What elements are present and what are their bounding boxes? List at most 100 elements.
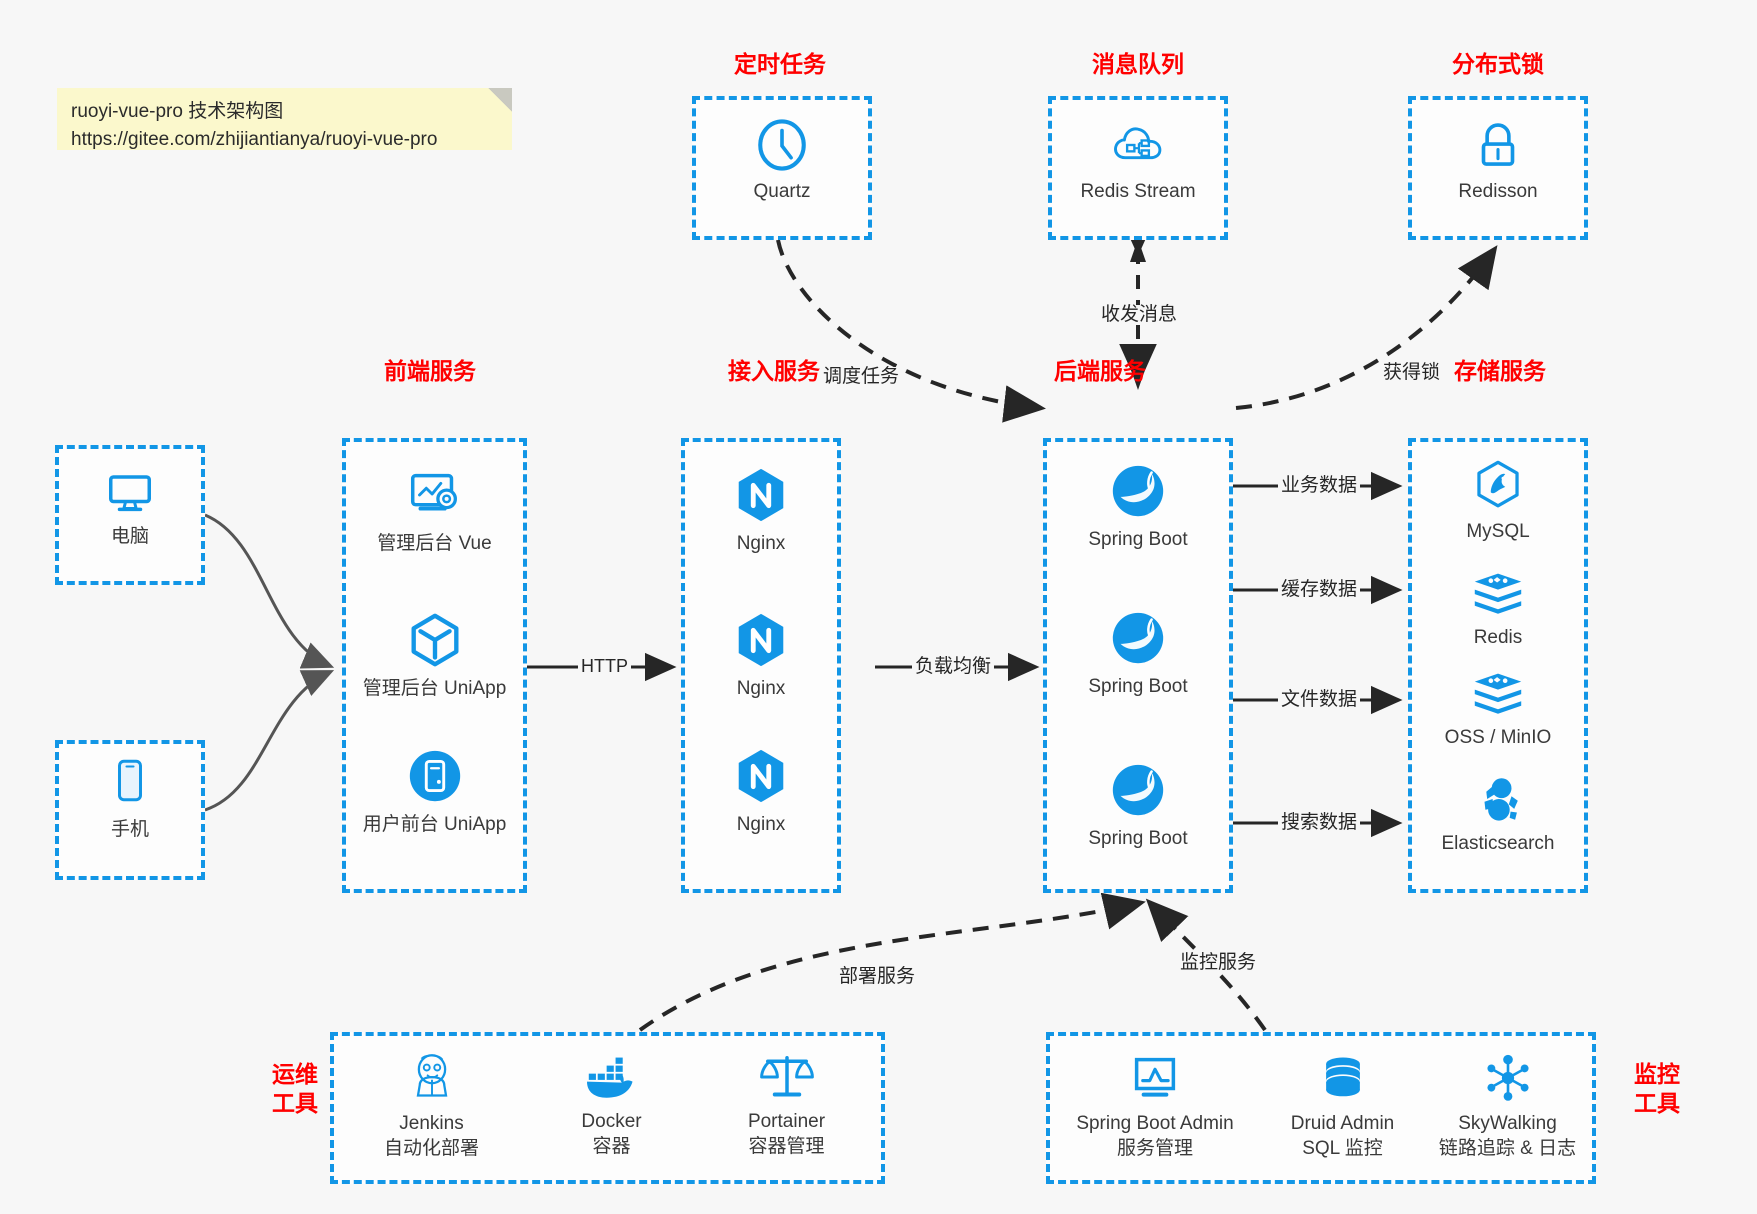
dashboard-gear-icon — [410, 473, 457, 511]
nginx-icon — [738, 468, 784, 522]
group-box-scheduled-task: Quartz — [692, 96, 872, 240]
node-admin-uniapp[interactable]: 管理后台 UniApp — [346, 609, 523, 702]
node-label: Elasticsearch — [1441, 833, 1555, 854]
devops-label-line2: 工具 — [272, 1089, 318, 1116]
elasticsearch-icon — [1484, 778, 1518, 821]
node-redis[interactable]: Redis — [1412, 570, 1584, 651]
group-box-client-phone: 手机 — [55, 740, 205, 880]
node-label: Spring Boot Admin — [1076, 1113, 1234, 1134]
node-label: 手机 — [110, 819, 149, 840]
spring-boot-icon — [1112, 612, 1164, 664]
node-sublabel: 容器管理 — [748, 1135, 825, 1157]
node-label: Redis Stream — [1080, 181, 1196, 202]
mysql-icon — [1477, 460, 1519, 508]
node-jenkins[interactable]: Jenkins 自动化部署 — [344, 1050, 519, 1161]
group-box-client-desktop: 电脑 — [55, 445, 205, 585]
node-sublabel: 自动化部署 — [383, 1137, 479, 1159]
node-user-uniapp[interactable]: 用户前台 UniApp — [346, 745, 523, 838]
node-nginx-2[interactable]: Nginx — [685, 609, 837, 702]
node-label: Spring Boot — [1088, 676, 1188, 697]
node-label: 用户前台 UniApp — [362, 814, 507, 835]
note-url: https://gitee.com/zhijiantianya/ruoyi-vu… — [71, 128, 438, 150]
edge-label-search-data: 搜索数据 — [1278, 813, 1361, 832]
node-sublabel: 容器 — [592, 1135, 631, 1157]
node-label: Nginx — [736, 814, 786, 835]
edge-label-acquire-lock: 获得锁 — [1380, 363, 1444, 382]
group-label-backend: 后端服务 — [1054, 358, 1146, 384]
node-mysql[interactable]: MySQL — [1412, 456, 1584, 545]
node-docker[interactable]: Docker 容器 — [524, 1054, 699, 1159]
edge-label-monitor-service: 监控服务 — [1177, 953, 1260, 972]
node-label: OSS / MinIO — [1444, 727, 1552, 748]
edge-label-business-data: 业务数据 — [1278, 476, 1361, 495]
node-sublabel: SQL 监控 — [1302, 1137, 1383, 1159]
node-label: Portainer — [747, 1111, 826, 1132]
redis-icon — [1474, 573, 1522, 614]
node-quartz[interactable]: Quartz — [696, 116, 868, 205]
clock-icon — [758, 119, 806, 171]
database-icon — [1325, 1057, 1360, 1097]
group-box-frontend: 管理后台 Vue 管理后台 UniApp 用户前台 UniApp — [342, 438, 527, 893]
edge-label-http: HTTP — [578, 657, 631, 675]
node-sublabel: 服务管理 — [1116, 1137, 1193, 1159]
node-redis-stream[interactable]: Redis Stream — [1052, 116, 1224, 205]
node-nginx-3[interactable]: Nginx — [685, 745, 837, 838]
node-label: Nginx — [736, 678, 786, 699]
mobile-circle-icon — [409, 750, 460, 802]
docker-icon — [586, 1057, 633, 1098]
node-label: Nginx — [736, 533, 786, 554]
node-druid-admin[interactable]: Druid Admin SQL 监控 — [1255, 1052, 1430, 1161]
node-spring-boot-2[interactable]: Spring Boot — [1047, 607, 1229, 700]
node-admin-vue[interactable]: 管理后台 Vue — [346, 464, 523, 557]
scales-icon — [759, 1056, 814, 1097]
nginx-icon — [738, 749, 784, 803]
node-label: Redisson — [1458, 181, 1538, 202]
node-sublabel: 链路追踪 & 日志 — [1438, 1137, 1577, 1159]
node-label: Spring Boot — [1088, 828, 1188, 849]
devops-label-line1: 运维 — [272, 1061, 318, 1087]
edge-label-file-data: 文件数据 — [1278, 690, 1361, 709]
node-label: 管理后台 Vue — [377, 533, 492, 554]
node-label: Spring Boot — [1088, 529, 1188, 550]
monitor-chart-icon — [1134, 1057, 1176, 1097]
group-box-gateway: Nginx Nginx Nginx — [681, 438, 841, 893]
node-label: SkyWalking — [1458, 1113, 1557, 1134]
group-label-frontend: 前端服务 — [384, 358, 476, 384]
node-nginx-1[interactable]: Nginx — [685, 464, 837, 557]
edge-label-schedule-task: 调度任务 — [820, 367, 903, 386]
group-label-monitoring: 监控 工具 — [1612, 1060, 1702, 1118]
node-elasticsearch[interactable]: Elasticsearch — [1412, 772, 1584, 857]
group-box-devops: Jenkins 自动化部署 Docker 容器 — [330, 1032, 885, 1184]
node-phone[interactable]: 手机 — [59, 756, 201, 843]
node-redisson[interactable]: Redisson — [1412, 116, 1584, 205]
monitoring-label-line1: 监控 — [1634, 1061, 1680, 1087]
phone-icon — [118, 759, 142, 802]
node-label: Docker — [581, 1111, 642, 1132]
edge-label-deploy-service: 部署服务 — [836, 967, 919, 986]
edge-label-cache-data: 缓存数据 — [1278, 580, 1361, 599]
edge-label-send-receive-message: 收发消息 — [1098, 305, 1181, 324]
group-label-message-queue: 消息队列 — [1092, 51, 1184, 77]
group-label-storage: 存储服务 — [1454, 358, 1546, 384]
node-spring-boot-1[interactable]: Spring Boot — [1047, 460, 1229, 553]
node-label: Quartz — [753, 181, 811, 202]
group-label-scheduled-task: 定时任务 — [734, 51, 826, 77]
group-label-devops: 运维 工具 — [255, 1060, 335, 1118]
sticky-note: ruoyi-vue-pro 技术架构图 https://gitee.com/zh… — [57, 88, 512, 150]
node-spring-boot-3[interactable]: Spring Boot — [1047, 759, 1229, 852]
node-oss-minio[interactable]: OSS / MinIO — [1412, 670, 1584, 751]
node-desktop[interactable]: 电脑 — [59, 463, 201, 550]
node-spring-boot-admin[interactable]: Spring Boot Admin 服务管理 — [1055, 1050, 1255, 1161]
node-label: 管理后台 UniApp — [362, 678, 507, 699]
node-portainer[interactable]: Portainer 容器管理 — [699, 1050, 874, 1159]
note-fold-corner — [488, 88, 512, 112]
group-label-distributed-lock: 分布式锁 — [1452, 51, 1544, 77]
note-title: ruoyi-vue-pro 技术架构图 — [71, 101, 284, 122]
lock-icon — [1481, 123, 1515, 166]
spring-boot-icon — [1112, 465, 1164, 517]
redis-icon — [1474, 673, 1522, 714]
group-box-distributed-lock: Redisson — [1408, 96, 1588, 240]
cube-icon — [411, 613, 458, 667]
monitoring-label-line2: 工具 — [1634, 1089, 1680, 1116]
node-skywalking[interactable]: SkyWalking 链路追踪 & 日志 — [1420, 1050, 1595, 1161]
